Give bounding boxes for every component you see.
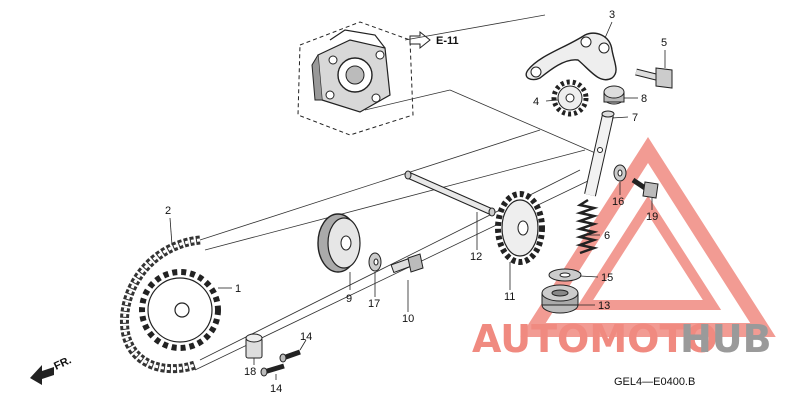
watermark-brand-part1: AUTOMOTO xyxy=(472,317,718,361)
assembly-guide-lines xyxy=(194,14,601,371)
drive-chain xyxy=(119,235,201,374)
callout-4: 4 xyxy=(533,96,539,108)
pushrod-bolt xyxy=(631,177,659,199)
callout-6: 6 xyxy=(604,230,610,242)
locating-collar xyxy=(245,333,263,359)
watermark-text: AUTOMOTO HUB xyxy=(472,317,772,361)
spring-washer xyxy=(548,268,582,282)
callout-3: 3 xyxy=(609,9,615,21)
tensioner-roller xyxy=(317,213,361,273)
callout-15: 15 xyxy=(601,272,613,284)
callout-9: 9 xyxy=(346,293,352,305)
callout-2: 2 xyxy=(165,205,171,217)
callout-5: 5 xyxy=(661,37,667,49)
pushrod-washer xyxy=(613,164,627,182)
e11-reference-label: E-11 xyxy=(436,35,459,47)
e11-reference-marker: E-11 xyxy=(409,30,459,50)
roller-washer xyxy=(368,252,382,272)
callout-19: 19 xyxy=(646,211,658,223)
drive-sprocket xyxy=(139,269,221,351)
tensioner-arm xyxy=(525,32,617,81)
callout-12: 12 xyxy=(470,251,482,263)
callout-leaders xyxy=(169,21,666,380)
sprocket-shaft xyxy=(404,170,496,217)
tensioner-pushrod xyxy=(584,110,615,197)
dowel-bolts xyxy=(260,349,301,377)
roller-bolt xyxy=(390,253,424,274)
callout-13: 13 xyxy=(598,300,610,312)
callout-7: 7 xyxy=(632,112,638,124)
small-sprocket xyxy=(551,79,589,117)
callout-1: 1 xyxy=(235,283,241,295)
callout-17: 17 xyxy=(368,298,380,310)
front-direction-marker: FR. xyxy=(30,354,73,385)
callout-18: 18 xyxy=(244,366,256,378)
callout-16: 16 xyxy=(612,196,624,208)
callout-11: 11 xyxy=(504,291,515,303)
callout-14-upper: 14 xyxy=(300,331,312,343)
front-marker-label: FR. xyxy=(52,354,73,372)
tensioner-sprocket xyxy=(495,191,545,265)
engine-case-reference xyxy=(297,21,414,136)
watermark-brand-part2: HUB xyxy=(680,317,772,361)
diagram-code: GEL4—E0400.B xyxy=(614,376,695,388)
callout-14-lower: 14 xyxy=(270,383,282,395)
tensioner-spring xyxy=(575,198,599,255)
sealing-plug xyxy=(541,284,579,314)
callout-8: 8 xyxy=(641,93,647,105)
arm-collar xyxy=(603,85,625,105)
callout-numbers: 1 2 3 4 5 6 7 8 9 10 11 12 13 14 14 15 1… xyxy=(165,9,667,395)
arm-bolt xyxy=(635,67,673,89)
callout-10: 10 xyxy=(402,313,414,325)
